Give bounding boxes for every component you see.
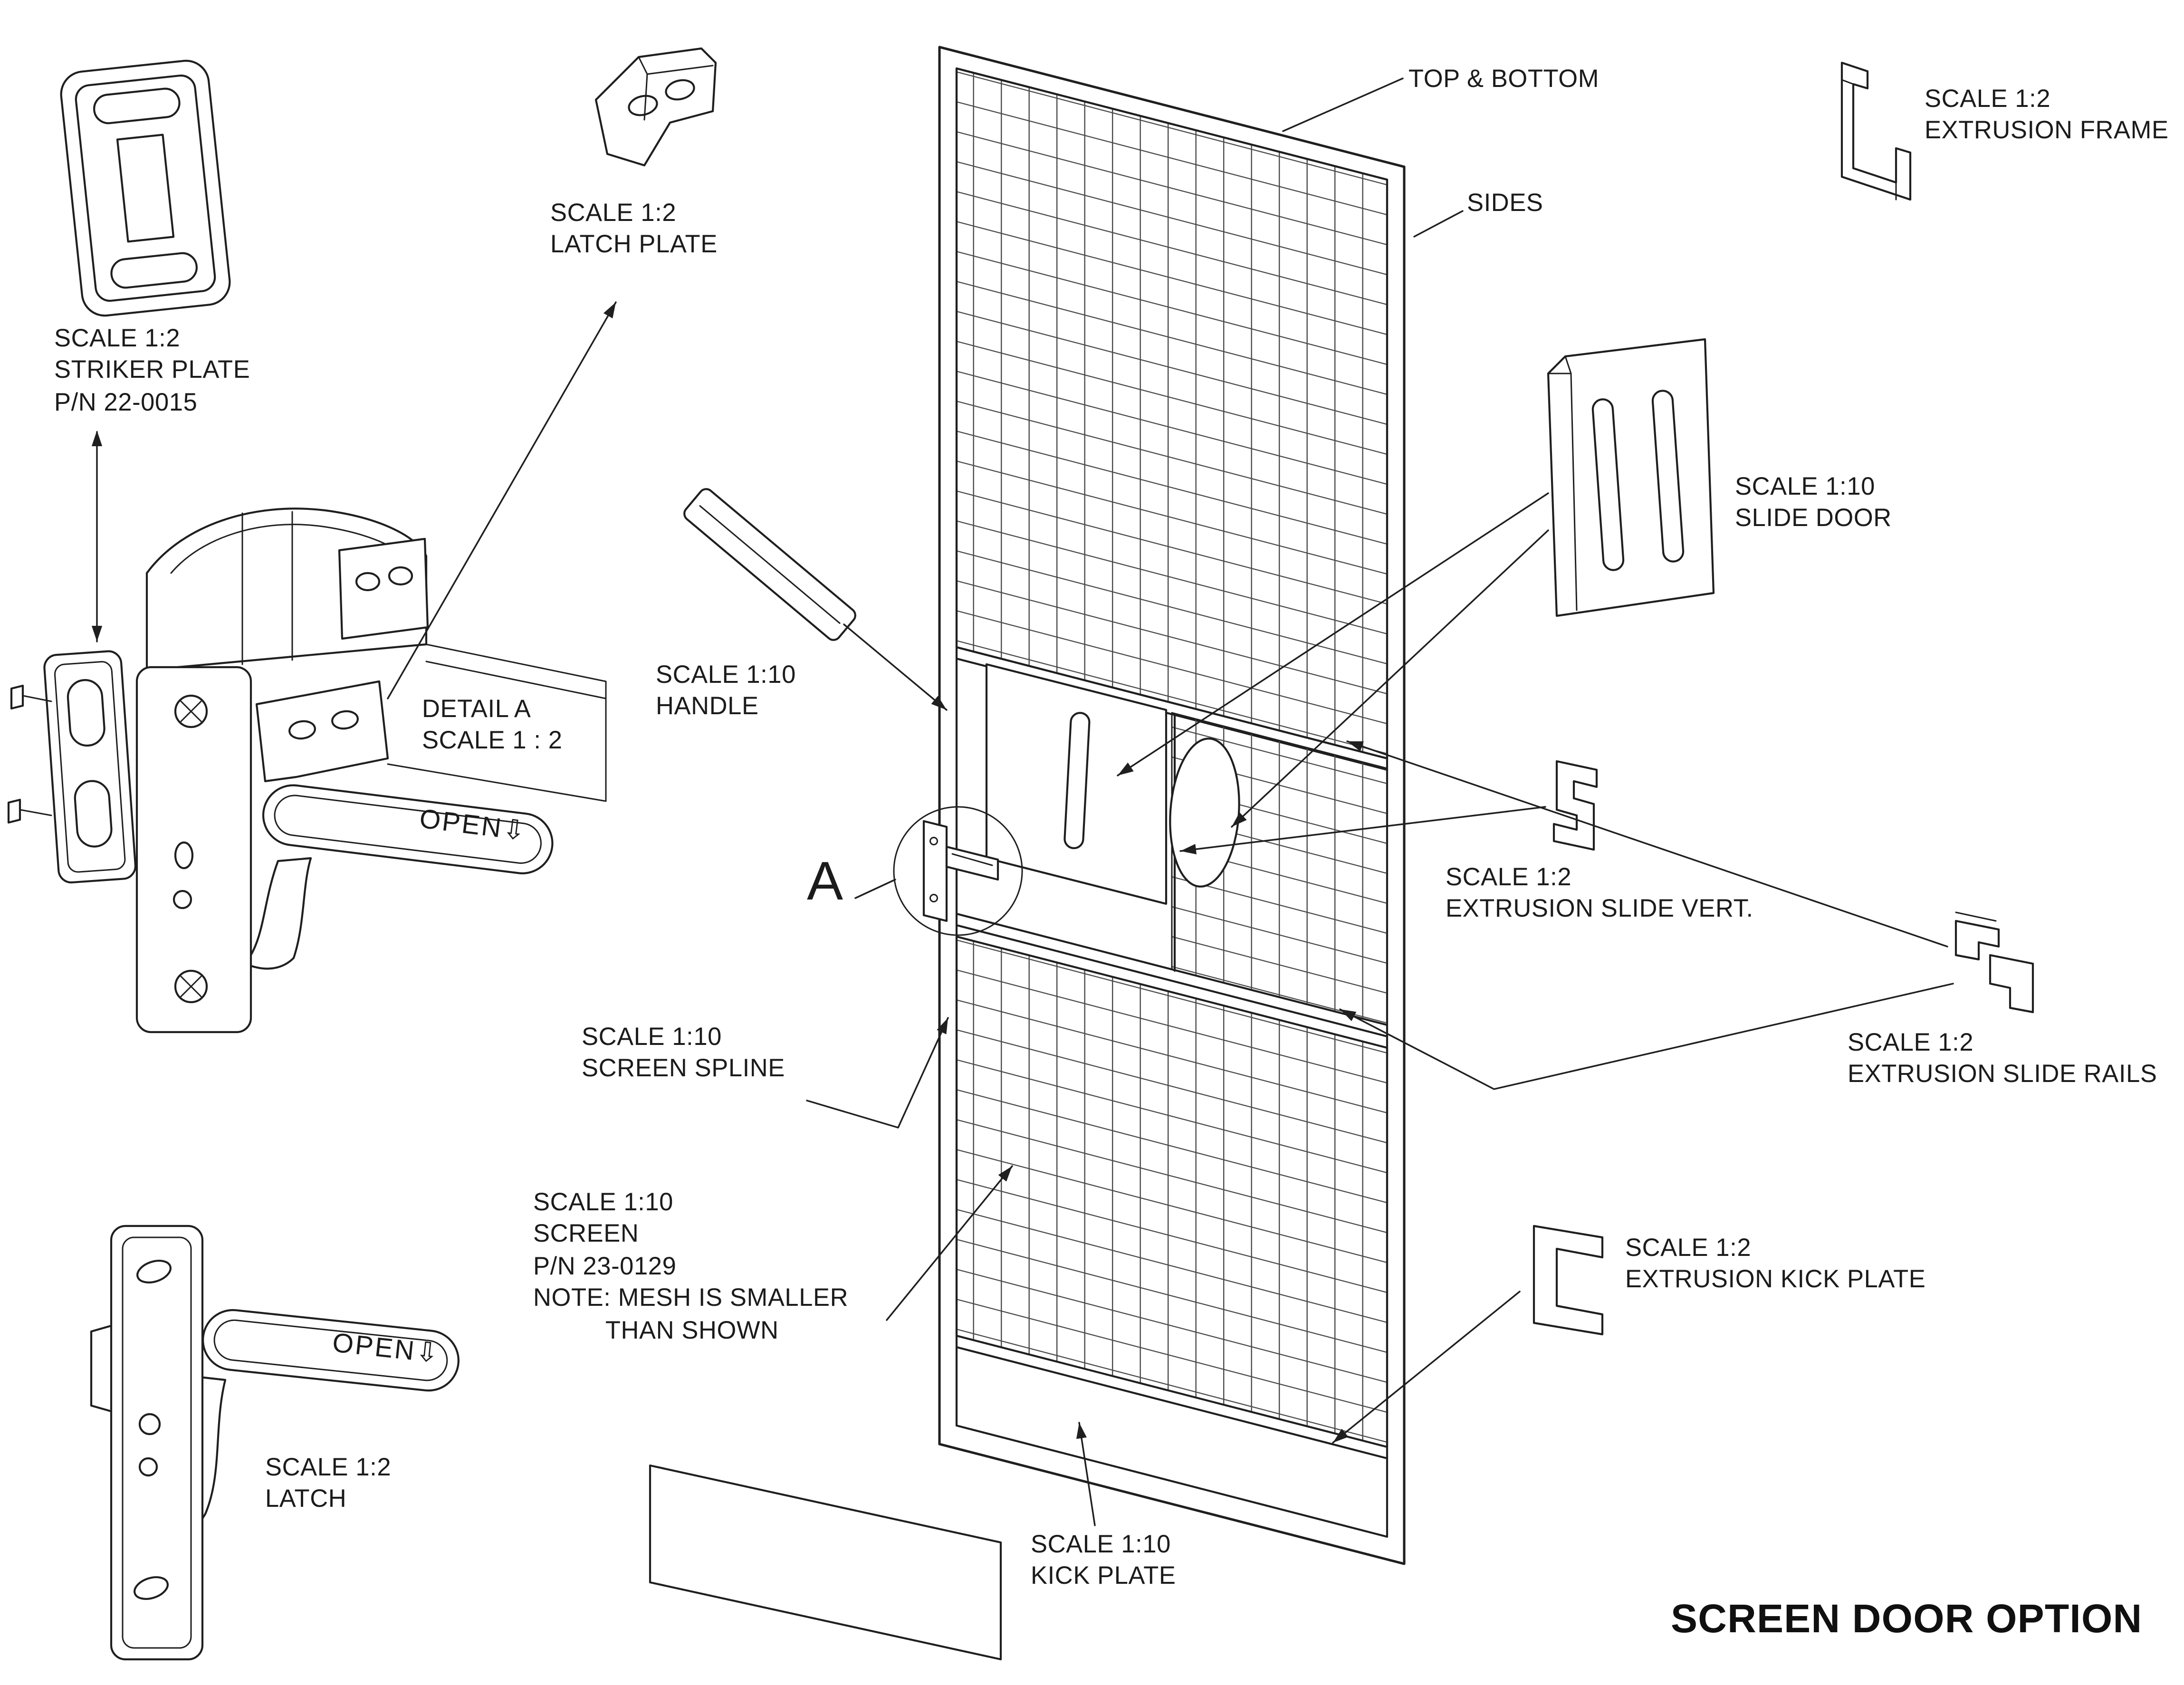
detail-a-drawing bbox=[7, 507, 607, 1034]
drawing-title: SCREEN DOOR OPTION bbox=[1671, 1597, 2143, 1641]
extrusion-frame-icon bbox=[1840, 61, 1912, 201]
extrusion-slide-vert-icon bbox=[1552, 760, 1598, 851]
leader-detail-a bbox=[854, 879, 896, 899]
extrusion-frame-label: SCALE 1:2 EXTRUSION FRAME bbox=[1925, 84, 2169, 145]
leader-slide-door-1 bbox=[1117, 492, 1549, 776]
top-bottom-label: TOP & BOTTOM bbox=[1408, 64, 1600, 93]
screen-label: SCALE 1:10 SCREEN P/N 23-0129 NOTE: MESH… bbox=[533, 1187, 849, 1344]
slide-door-icon bbox=[1547, 338, 1715, 617]
detail-a-marker: A bbox=[807, 852, 843, 912]
leader-kick-plate bbox=[1076, 1422, 1096, 1526]
extrusion-slide-vert-label: SCALE 1:2 EXTRUSION SLIDE VERT. bbox=[1446, 862, 1753, 923]
striker-plate-icon bbox=[60, 59, 231, 317]
extrusion-kick-plate-label: SCALE 1:2 EXTRUSION KICK PLATE bbox=[1625, 1233, 1926, 1294]
detail-a-circle bbox=[893, 806, 1023, 936]
leader-sides bbox=[1413, 210, 1464, 238]
leader-lines bbox=[91, 77, 1954, 1526]
door-latch-hardware bbox=[893, 806, 1023, 936]
detail-striker bbox=[43, 650, 137, 884]
handle-icon bbox=[683, 488, 856, 641]
latch-label: SCALE 1:2 LATCH bbox=[265, 1453, 392, 1513]
leader-slide-rails-2 bbox=[1339, 983, 1954, 1090]
lower-mesh bbox=[955, 935, 1389, 1448]
upper-mesh bbox=[955, 67, 1389, 760]
slide-door-label: SCALE 1:10 SLIDE DOOR bbox=[1735, 472, 1892, 533]
leader-slide-door-2 bbox=[1231, 529, 1549, 828]
handle-label: SCALE 1:10 HANDLE bbox=[656, 660, 796, 721]
leader-slide-vert bbox=[1179, 806, 1546, 855]
leader-handle bbox=[843, 623, 948, 711]
extrusion-kick-plate-icon bbox=[1533, 1225, 1604, 1336]
kick-plate-label: SCALE 1:10 KICK PLATE bbox=[1031, 1530, 1176, 1590]
slide-panel bbox=[985, 663, 1168, 905]
leader-screen bbox=[886, 1165, 1013, 1321]
screen-door-drawing bbox=[893, 46, 1406, 1565]
kick-plate-icon bbox=[649, 1464, 1002, 1661]
leader-screen-spline bbox=[806, 1017, 949, 1129]
latch-plate-icon bbox=[594, 47, 717, 167]
screen-spline-label: SCALE 1:10 SCREEN SPLINE bbox=[582, 1022, 785, 1083]
detail-a-label: DETAIL A SCALE 1 : 2 bbox=[422, 694, 563, 755]
leader-latch-plate bbox=[387, 301, 617, 699]
latch-plate-label: SCALE 1:2 LATCH PLATE bbox=[550, 198, 718, 259]
latch-drawing bbox=[90, 1225, 460, 1661]
detail-handle bbox=[262, 784, 554, 874]
extrusion-slide-rails-label: SCALE 1:2 EXTRUSION SLIDE RAILS bbox=[1848, 1028, 2157, 1089]
extrusion-slide-rails-icon bbox=[1954, 911, 2034, 1014]
leader-slide-rails-1 bbox=[1346, 740, 1948, 948]
leader-kick-extrusion bbox=[1332, 1291, 1521, 1444]
leader-top-bottom bbox=[1282, 77, 1404, 132]
sides-label: SIDES bbox=[1467, 188, 1543, 217]
striker-plate-label: SCALE 1:2 STRIKER PLATE P/N 22-0015 bbox=[54, 324, 250, 416]
